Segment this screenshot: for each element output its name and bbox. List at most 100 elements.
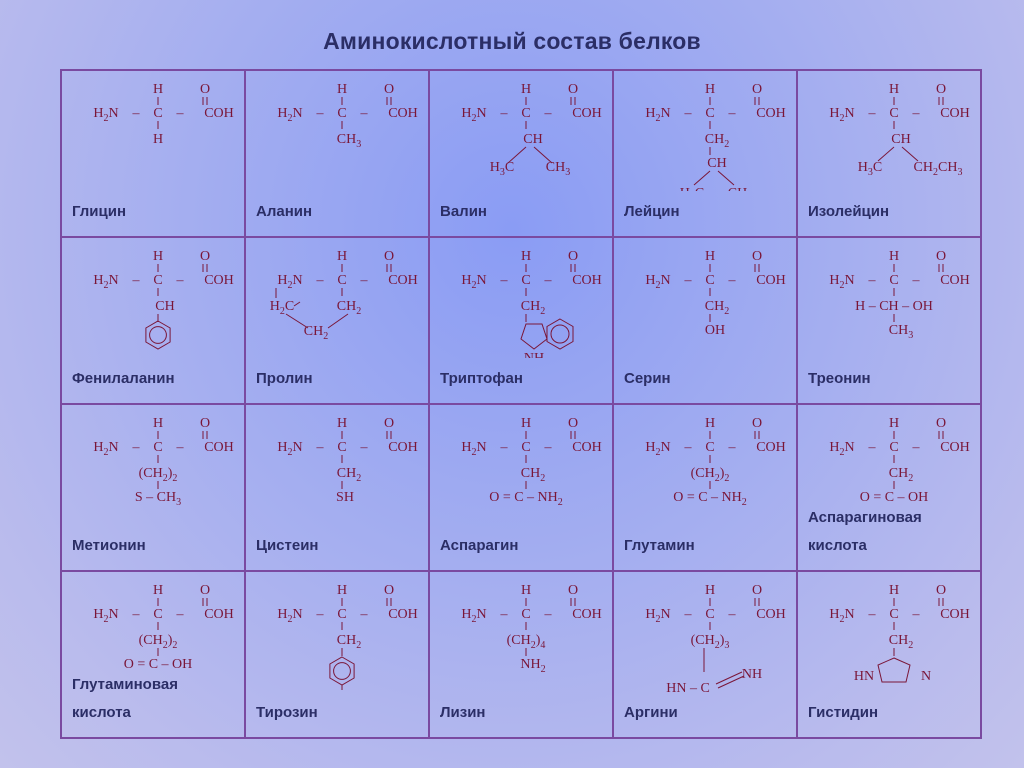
bond-line [327, 313, 349, 329]
formula-text: H2​N [829, 440, 854, 458]
formula-text: – [728, 440, 737, 455]
formula-text: O [752, 249, 762, 264]
formula-text: CH3​ [337, 132, 361, 150]
formula-text: NH [742, 667, 762, 682]
amino-acid-name: Триптофан [440, 370, 523, 387]
formula-text: H2​N [829, 273, 854, 291]
formula-text: O [936, 249, 946, 264]
formula-text: S – CH3​ [135, 490, 181, 508]
formula-text: H [889, 249, 899, 264]
formula-text: H2​N [829, 106, 854, 124]
formula-text: CH2​ [705, 299, 729, 317]
formula-text: – [316, 440, 325, 455]
formula-text: (CH2​)2​ [691, 466, 730, 484]
amino-acid-name: Тирозин [256, 704, 318, 721]
formula-text: – [500, 440, 509, 455]
formula-text: H [337, 82, 347, 97]
amino-acid-name: Валин [440, 203, 487, 220]
formula-text: – [132, 607, 141, 622]
formula-text: CH2​ [337, 466, 361, 484]
benzene-ring [546, 318, 574, 350]
formula-text: CH [707, 156, 726, 171]
formula-text: H [521, 416, 531, 431]
formula-text: – [912, 440, 921, 455]
formula-text: COH [204, 273, 234, 288]
formula-text: – [360, 440, 369, 455]
formula-text: H [521, 249, 531, 264]
formula-text: H2​N [93, 440, 118, 458]
bond-line [901, 146, 919, 162]
amino-acid-name: Глутамин [624, 537, 695, 554]
formula-text: H [337, 249, 347, 264]
formula-text: H2​N [461, 273, 486, 291]
formula-text: – [360, 273, 369, 288]
formula-text: C [337, 273, 346, 288]
amino-acid-name: Цистеин [256, 537, 319, 554]
formula-text: H2​C [270, 299, 294, 317]
formula-text: – [868, 273, 877, 288]
formula-text: COH [388, 607, 418, 622]
page-title: Аминокислотный состав белков [323, 28, 701, 54]
formula-text: COH [388, 106, 418, 121]
formula-text: (CH2​)2​ [139, 633, 178, 651]
formula-text: COH [204, 440, 234, 455]
formula-text: – [500, 106, 509, 121]
formula-text: H [337, 583, 347, 598]
amino-acid-name: Пролин [256, 370, 313, 387]
formula-text: H [705, 583, 715, 598]
formula-text: H2​N [645, 607, 670, 625]
formula-text: O [752, 82, 762, 97]
amino-acid-name: Треонин [808, 370, 871, 387]
formula-text: O [384, 249, 394, 264]
benzene-ring [149, 326, 167, 344]
formula-text: (CH2​)4​ [507, 633, 546, 651]
formula-text: COH [204, 106, 234, 121]
formula-text: – [176, 440, 185, 455]
formula-text: C [153, 440, 162, 455]
formula-text: O = C – NH2​ [673, 490, 747, 508]
amino-acid-name: Глицин [72, 203, 127, 220]
formula-text: – [544, 607, 553, 622]
formula-text: COH [572, 106, 602, 121]
formula-text: H2​N [645, 106, 670, 124]
formula-text: – [544, 106, 553, 121]
formula-text: C [521, 273, 530, 288]
formula-text: O [568, 416, 578, 431]
amino-acid-name: Аланин [256, 203, 313, 220]
formula-text: O [200, 82, 210, 97]
formula-text: H2​N [277, 607, 302, 625]
formula-text: C [889, 607, 898, 622]
formula-text: (CH2​)2​ [139, 466, 178, 484]
formula-text: COH [388, 440, 418, 455]
formula-text: CH2​CH3​ [914, 160, 963, 178]
formula-text: H [153, 583, 163, 598]
formula-text: C [705, 106, 714, 121]
formula-text: – [868, 440, 877, 455]
formula-text: C [889, 273, 898, 288]
bond-line [507, 146, 527, 164]
formula-text: – [544, 440, 553, 455]
imidazole-ring [877, 657, 911, 683]
formula-text: COH [756, 607, 786, 622]
formula-text: CH2​ [889, 633, 913, 651]
formula-text: H2​N [829, 607, 854, 625]
amino-acid-name: Лейцин [624, 203, 680, 220]
formula-text: NH2​ [520, 657, 545, 675]
formula-text: CH2​ [521, 466, 545, 484]
amino-acid-name: Лизин [440, 704, 486, 721]
formula-text: – [360, 607, 369, 622]
formula-text: – [728, 607, 737, 622]
formula-text: – [728, 106, 737, 121]
